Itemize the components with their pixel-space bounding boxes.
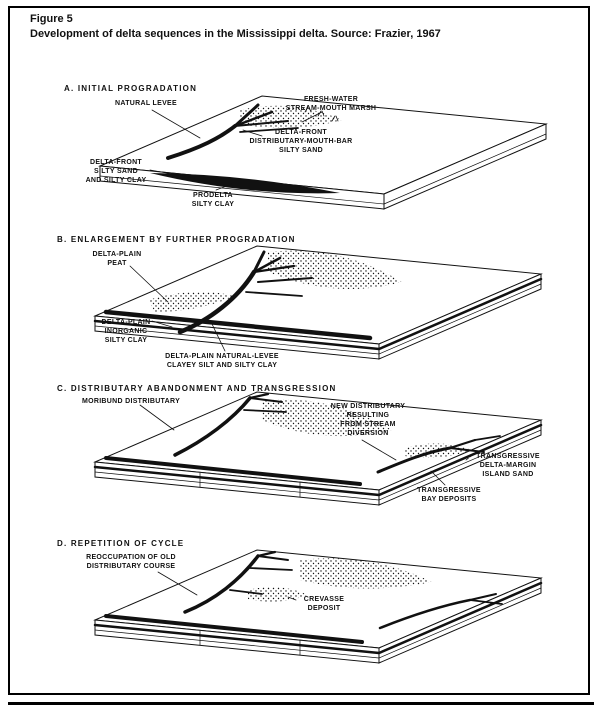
label-bay-deposits: TRANSGRESSIVE BAY DEPOSITS (417, 487, 481, 504)
panel-c-diagram (93, 391, 543, 506)
bottom-rule (8, 702, 594, 705)
panel-b-diagram (93, 245, 543, 360)
distributary-channel-b (177, 250, 313, 335)
label-island-sand: TRANSGRESSIVE DELTA-MARGIN ISLAND SAND (476, 453, 540, 479)
figure-border (8, 6, 590, 695)
crevasse-deposit-stipple (248, 586, 308, 602)
label-new-distributary: NEW DISTRIBUTARY RESULTING FROM STREAM D… (330, 403, 406, 438)
label-fresh-water-marsh: FRESH-WATER STREAM-MOUTH MARSH (285, 96, 377, 113)
delta-plain-stipple-d (300, 558, 432, 589)
panel-a-title: A. INITIAL PROGRADATION (64, 84, 198, 93)
delta-plain-stipple-left (148, 291, 235, 312)
peat-band (103, 309, 373, 341)
label-moribund-distributary: MORIBUND DISTRIBUTARY (81, 398, 181, 405)
label-natural-levee: NATURAL LEVEE (115, 100, 177, 107)
peat-band-d (104, 614, 364, 644)
distributary-channel-a (166, 103, 299, 160)
panel-d-diagram (93, 549, 543, 664)
delta-front-lens (150, 173, 340, 194)
panel-b-title: B. ENLARGEMENT BY FURTHER PROGRADATION (57, 235, 296, 244)
panel-c-title: C. DISTRIBUTARY ABANDONMENT AND TRANSGRE… (57, 384, 337, 393)
panel-d-title: D. REPETITION OF CYCLE (57, 539, 185, 548)
leader-lines-d (157, 571, 297, 601)
island-sand-stipple (405, 443, 472, 458)
figure-label: Figure 5 (30, 13, 73, 25)
right-channel-d (378, 593, 503, 630)
peat-band-c (104, 456, 362, 486)
reoccupied-channel (183, 550, 293, 614)
leader-lines-c (139, 404, 477, 486)
label-natural-levee-clayey-silt: DELTA-PLAIN NATURAL-LEVEE CLAYEY SILT AN… (165, 353, 279, 370)
label-crevasse-deposit: CREVASSE DEPOSIT (303, 596, 345, 613)
abandoned-lobe-stipple (262, 399, 392, 437)
label-delta-plain-peat: DELTA-PLAIN PEAT (92, 251, 142, 268)
leader-lines-a (149, 109, 323, 191)
label-inorganic-silty-clay: DELTA-PLAIN INORGANIC SILTY CLAY (101, 319, 151, 345)
label-reoccupation: REOCCUPATION OF OLD DISTRIBUTARY COURSE (86, 554, 176, 571)
label-delta-front-silty: DELTA-FRONT SILTY SAND AND SILTY CLAY (85, 159, 147, 185)
label-prodelta-silty-clay: PRODELTA SILTY CLAY (191, 192, 235, 209)
leader-lines-b (129, 265, 226, 352)
panel-a-diagram (98, 95, 548, 210)
clay-layer-band (93, 319, 381, 351)
label-distributary-mouth-bar: DELTA-FRONT DISTRIBUTARY-MOUTH-BAR SILTY… (249, 129, 353, 155)
figure-caption: Development of delta sequences in the Mi… (30, 28, 441, 40)
